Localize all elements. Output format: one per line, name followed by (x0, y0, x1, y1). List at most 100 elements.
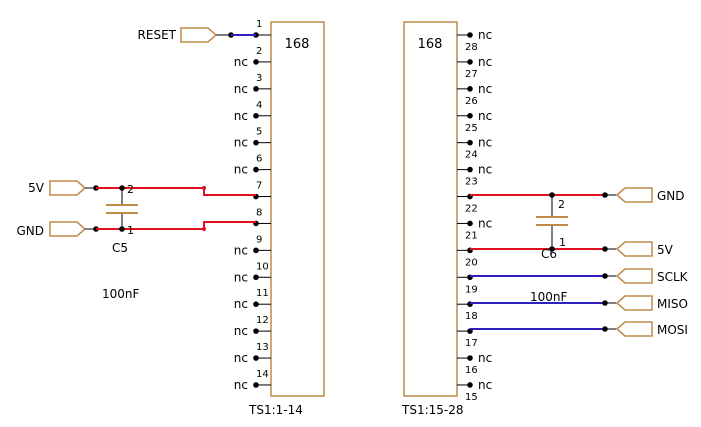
right-pin-label: nc (478, 216, 492, 230)
chip-right-name: 168 (418, 37, 443, 52)
left-pin-number: 11 (256, 288, 269, 299)
right-pin-number: 26 (465, 96, 478, 107)
left-pin-dot[interactable] (253, 301, 259, 308)
right-pin-dot[interactable] (467, 59, 473, 65)
port-mosi-label: MOSI (657, 323, 688, 337)
right-pin-number: 23 (465, 177, 478, 188)
right-pin-number: 17 (465, 338, 478, 349)
c5-pin-top: 2 (127, 183, 134, 196)
left-pin-number: 5 (256, 127, 262, 138)
port-left-gnd[interactable] (49, 221, 87, 237)
right-pin-dot[interactable] (467, 166, 473, 173)
right-pin-number: 21 (465, 230, 478, 241)
right-pin-label: nc (478, 378, 492, 392)
left-pin-label: nc (234, 270, 248, 284)
left-pin-label: nc (234, 136, 248, 150)
port-miso-label: MISO (657, 297, 688, 311)
right-pin-number: 24 (465, 150, 478, 161)
right-pin-dot[interactable] (467, 220, 473, 227)
chip-right-ref: TS1:15-28 (401, 403, 464, 417)
right-pin-number: 19 (465, 284, 478, 295)
left-pin-label: nc (234, 378, 248, 392)
c6-pin-bottom: 1 (559, 236, 566, 249)
c5-ref: C5 (112, 241, 128, 255)
right-pin-number: 16 (465, 365, 478, 376)
left-pin-label: nc (234, 109, 248, 123)
right-pin-dot[interactable] (467, 382, 473, 388)
port-right-5v-label: 5V (657, 243, 674, 257)
right-pin-number: 22 (465, 204, 478, 215)
port-miso[interactable] (615, 295, 653, 311)
c6-pin-top: 2 (558, 198, 565, 211)
left-pin-number: 14 (256, 369, 269, 380)
left-pin-number: 10 (256, 261, 269, 272)
right-pin-number: 18 (465, 311, 478, 322)
right-pin-dot[interactable] (467, 86, 473, 92)
chip-left-pins: 12nc3nc4nc5nc6nc789nc10nc11nc12nc13nc14n… (234, 19, 271, 392)
left-pin-label: nc (234, 55, 248, 69)
left-pin-number: 3 (256, 73, 262, 84)
left-pin-dot[interactable] (253, 382, 259, 388)
left-pin-number: 4 (256, 100, 262, 111)
port-left-5v-label: 5V (28, 181, 45, 195)
left-pin-number: 9 (256, 234, 262, 245)
wire-left-5v-bend (202, 186, 206, 190)
left-pin-label: nc (234, 351, 248, 365)
capacitor-c5[interactable] (106, 185, 138, 232)
wire-left-5v[interactable] (96, 187, 256, 196)
left-pin-label: nc (234, 243, 248, 257)
right-pin-label: nc (478, 109, 492, 123)
port-reset[interactable] (180, 27, 218, 43)
right-pin-dot[interactable] (467, 112, 473, 119)
wire-left-gnd[interactable] (96, 221, 256, 230)
left-pin-number: 7 (256, 181, 262, 192)
left-pin-dot[interactable] (253, 328, 259, 334)
port-mosi[interactable] (615, 321, 653, 337)
right-pin-number: 28 (465, 42, 478, 53)
right-pin-label: nc (478, 55, 492, 69)
c5-pin-bottom: 1 (127, 224, 134, 237)
right-pin-dot[interactable] (467, 355, 473, 361)
chip-right-body[interactable] (403, 21, 458, 397)
left-pin-dot[interactable] (253, 247, 259, 254)
port-right-gnd[interactable] (615, 187, 653, 203)
left-pin-dot[interactable] (253, 274, 259, 281)
right-pin-label: nc (478, 163, 492, 177)
wire-left-gnd-bend (202, 227, 206, 231)
capacitor-c6[interactable] (536, 192, 568, 252)
right-pin-dot[interactable] (467, 139, 473, 146)
left-pin-label: nc (234, 163, 248, 177)
chip-left-ref: TS1:1-14 (248, 403, 303, 417)
left-pin-dot[interactable] (253, 86, 259, 92)
left-pin-number: 8 (256, 207, 262, 218)
right-pin-number: 27 (465, 69, 478, 80)
right-pin-label: nc (478, 351, 492, 365)
port-reset-label: RESET (138, 28, 177, 42)
right-pin-dot[interactable] (467, 32, 473, 38)
port-sclk[interactable] (615, 268, 653, 284)
right-pin-label: nc (478, 82, 492, 96)
left-pin-dot[interactable] (253, 166, 259, 173)
port-right-5v[interactable] (615, 241, 653, 257)
chip-left-body[interactable] (270, 21, 325, 397)
left-pin-dot[interactable] (253, 139, 259, 146)
left-pin-dot[interactable] (253, 355, 259, 361)
left-pin-number: 12 (256, 315, 269, 326)
right-pin-number: 20 (465, 257, 478, 268)
c5-value: 100nF (102, 287, 140, 301)
port-left-gnd-label: GND (16, 224, 44, 238)
left-pin-dot[interactable] (253, 112, 259, 119)
right-pin-number: 15 (465, 392, 478, 403)
left-pin-dot[interactable] (253, 59, 259, 65)
left-pin-label: nc (234, 324, 248, 338)
port-left-5v[interactable] (49, 180, 87, 196)
left-pin-number: 13 (256, 342, 269, 353)
left-pin-number: 1 (256, 19, 262, 30)
left-pin-number: 2 (256, 46, 262, 57)
right-pin-label: nc (478, 136, 492, 150)
chip-right-pins: 28nc27nc26nc25nc24nc23nc2221nc2019181716… (457, 28, 492, 403)
chip-left-name: 168 (285, 37, 310, 52)
port-right-gnd-label: GND (657, 189, 685, 203)
